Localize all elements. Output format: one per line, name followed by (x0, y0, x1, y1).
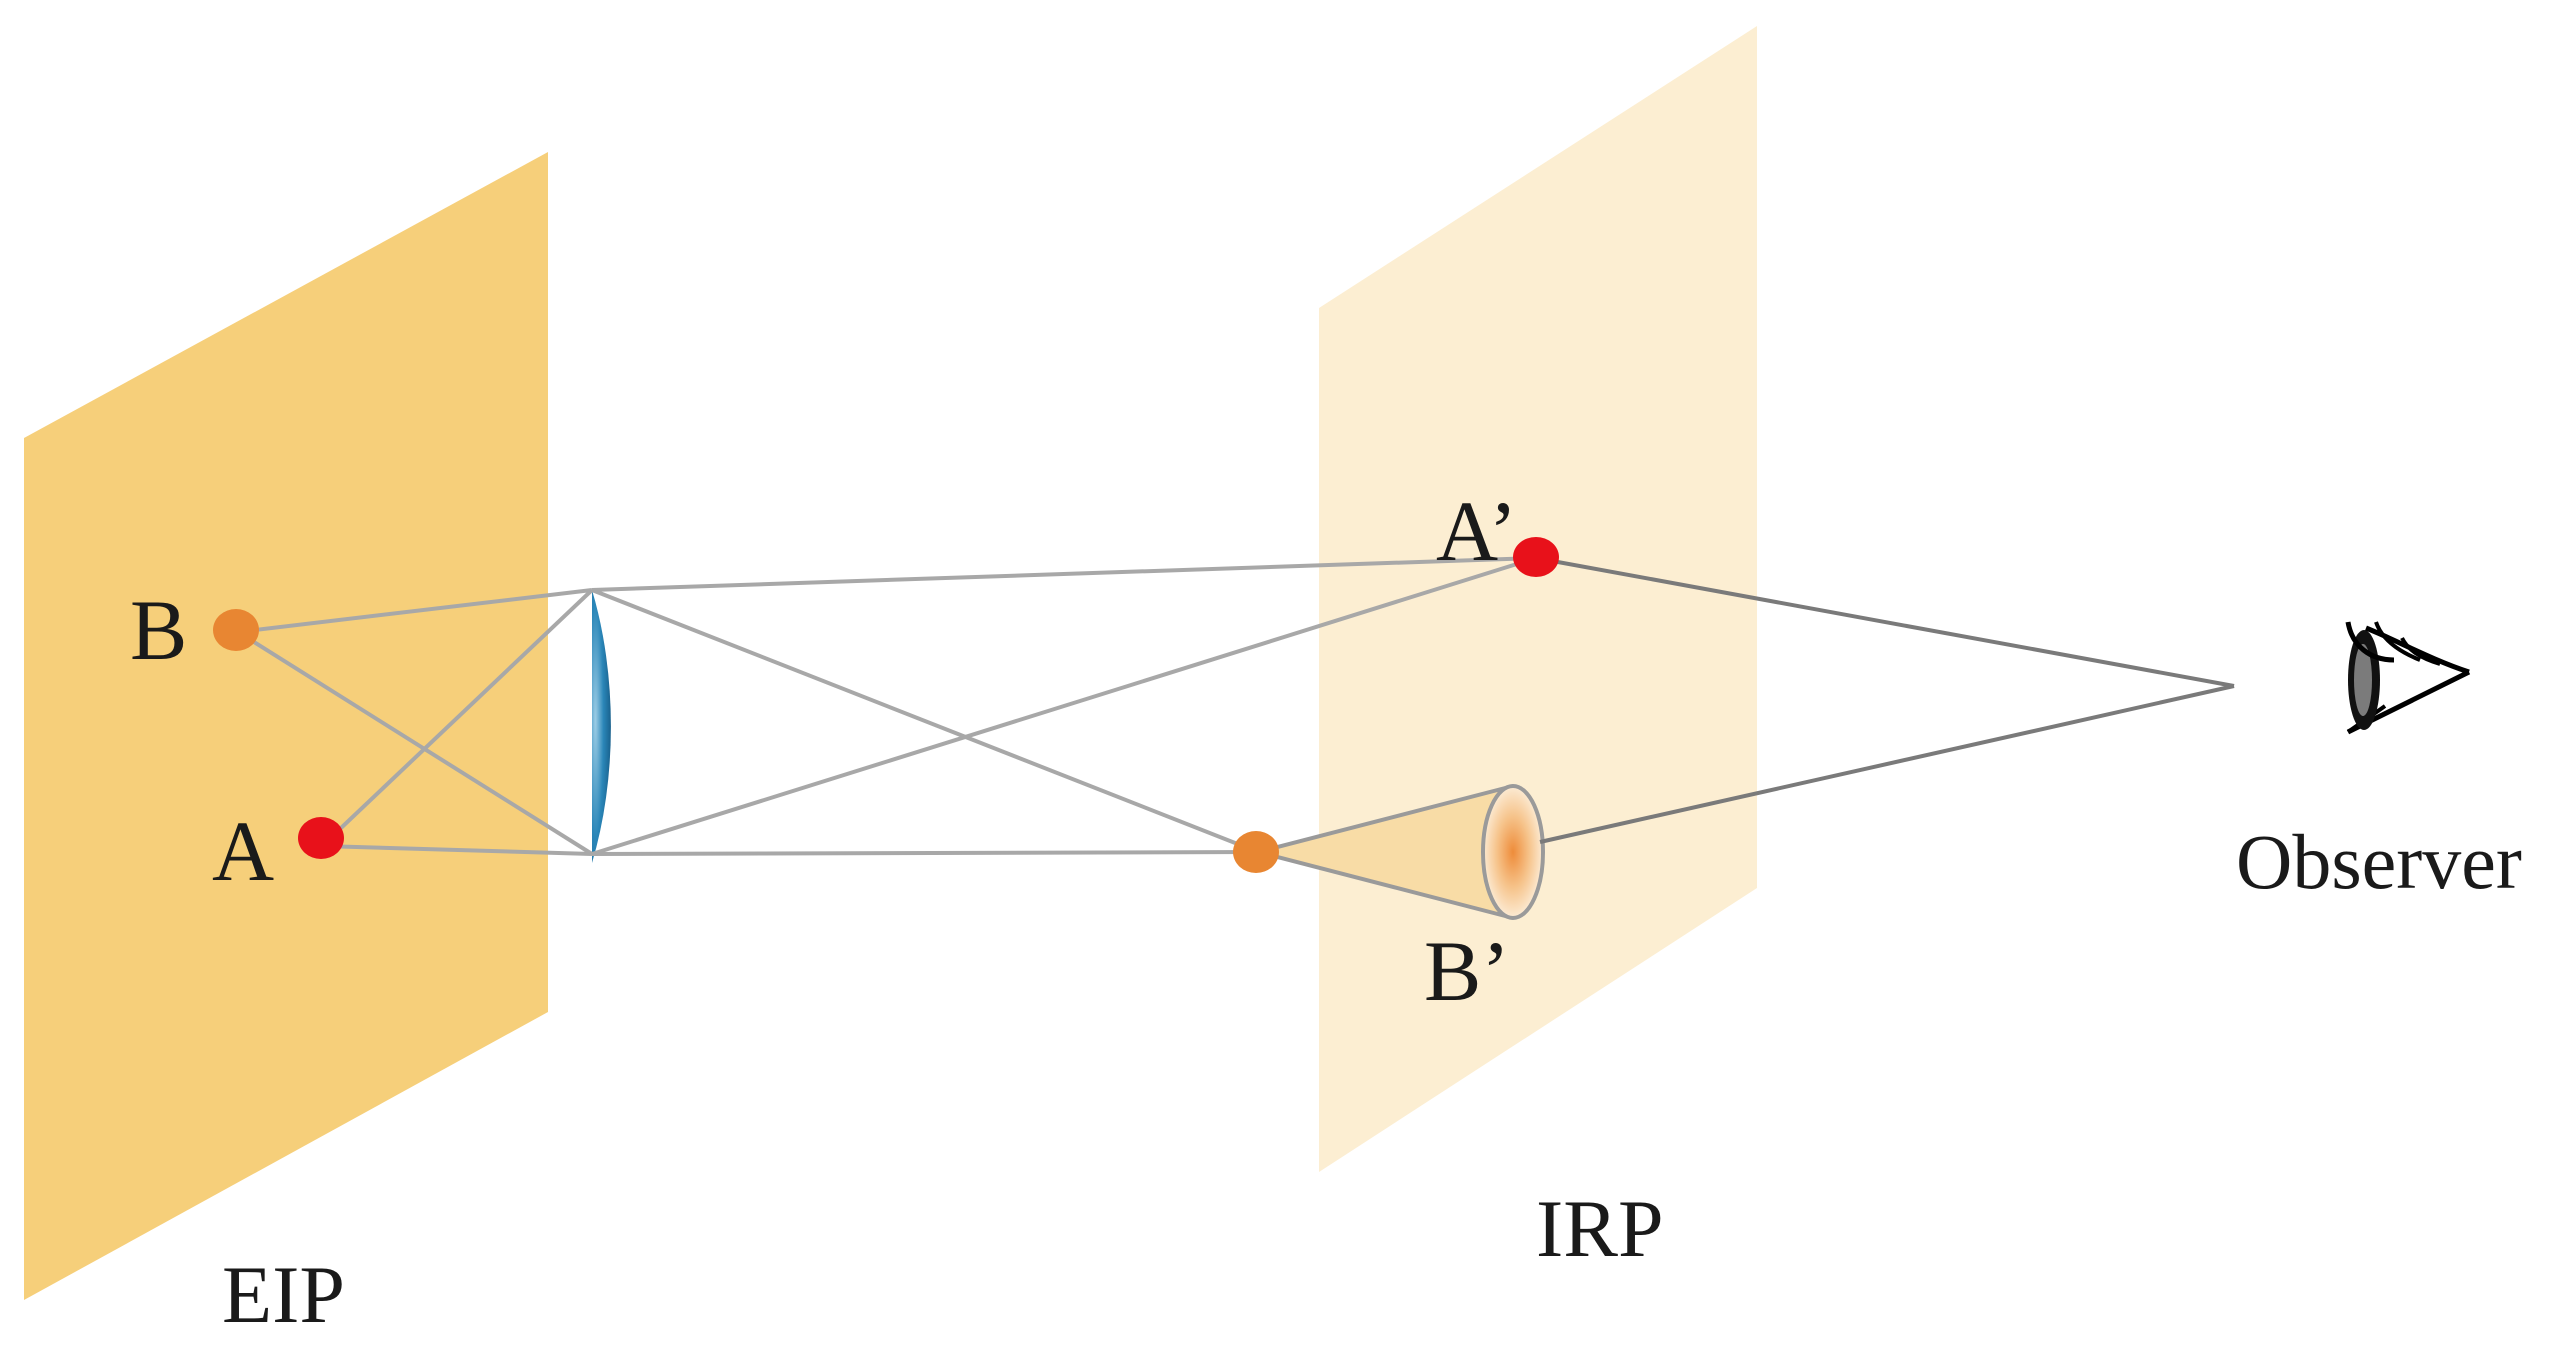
label-b-prime: B’ (1424, 923, 1510, 1019)
label-b: B (130, 582, 187, 678)
label-a-prime: A’ (1436, 483, 1517, 579)
b-prime-cone (1257, 784, 1545, 920)
label-eip: EIP (222, 1249, 345, 1340)
ray-lens-top-to-a-prime (591, 556, 1537, 592)
point-a (298, 817, 344, 859)
eip-plane (24, 152, 548, 1300)
point-b (213, 609, 259, 651)
irp-plane (1319, 26, 1757, 1172)
lens (592, 590, 611, 863)
ray-b-to-lens-top (237, 588, 593, 634)
label-irp: IRP (1536, 1183, 1664, 1274)
ray-a-to-lens-bottom (321, 844, 593, 856)
sight-line-a-prime (1535, 556, 2235, 688)
ray-lens-top-to-b-prime (591, 588, 1259, 854)
viewing-aperture (1481, 784, 1545, 920)
label-observer: Observer (2236, 818, 2522, 905)
ray-a-to-lens-top (320, 588, 594, 848)
ray-lens-bottom-to-a-prime (591, 556, 1537, 856)
rays (236, 556, 1537, 856)
sight-line-b-prime (1539, 684, 2235, 844)
point-b-prime (1233, 831, 1279, 873)
eye-icon (2345, 621, 2471, 735)
label-a: A (212, 803, 274, 899)
ray-b-to-lens-bottom (236, 630, 594, 856)
point-a-prime (1513, 537, 1559, 577)
sight-lines (1535, 556, 2235, 844)
ray-lens-bottom-to-b-prime (591, 850, 1259, 856)
